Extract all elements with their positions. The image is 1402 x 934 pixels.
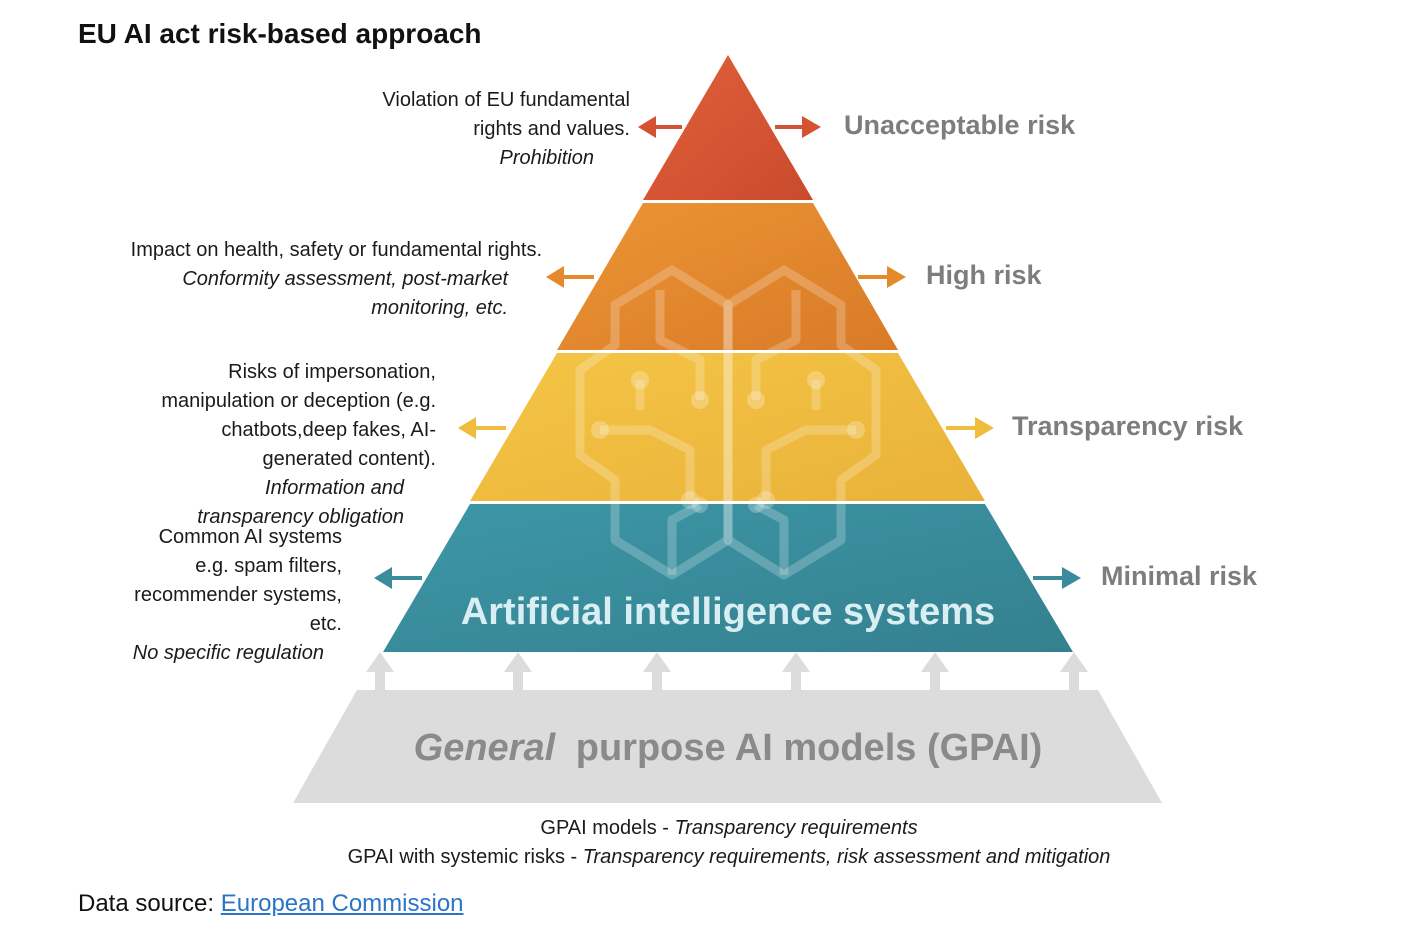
arrow-high-right	[858, 266, 906, 288]
annotation-transparency-desc: Risks of impersonation, manipulation or …	[161, 361, 436, 470]
page-title: EU AI act risk-based approach	[78, 18, 482, 49]
risk-label-transparency: Transparency risk	[1012, 411, 1244, 441]
gpai-label-italic: General	[414, 727, 557, 769]
gpai-notes: GPAI models - Transparency requirements …	[300, 814, 1158, 872]
risk-label-high: High risk	[926, 260, 1042, 290]
tier-unacceptable	[643, 55, 813, 200]
circuit-brain-icon	[575, 265, 881, 580]
annotation-unacceptable-measure: Prohibition	[499, 147, 594, 169]
gpai-note-2-subject: GPAI with systemic risks -	[347, 846, 583, 868]
arrow-minimal-left	[374, 567, 422, 589]
gpai-note-1-subject: GPAI models -	[540, 817, 675, 839]
gpai-note-2: GPAI with systemic risks - Transparency …	[300, 843, 1158, 872]
annotation-transparency-measure: Information and transparency obligation	[197, 477, 404, 528]
arrow-minimal-right	[1033, 567, 1081, 589]
annotation-unacceptable-desc: Violation of EU fundamental rights and v…	[382, 89, 630, 140]
annotation-minimal-desc: Common AI systems e.g. spam filters, rec…	[134, 526, 342, 635]
arrow-transparency-left	[458, 417, 506, 439]
annotation-high: Impact on health, safety or fundamental …	[130, 236, 542, 323]
gpai-base	[293, 690, 1162, 803]
data-source: Data source: European Commission	[78, 890, 464, 918]
tier-minimal	[383, 504, 1073, 652]
arrow-unacceptable-left	[638, 116, 682, 138]
gpai-arrows	[366, 652, 1088, 694]
gpai-label-rest: purpose AI models (GPAI)	[576, 727, 1043, 769]
gpai-label: General purpose AI models (GPAI)	[414, 727, 1043, 769]
annotation-transparency: Risks of impersonation, manipulation or …	[140, 358, 474, 532]
annotation-high-desc: Impact on health, safety or fundamental …	[130, 239, 542, 261]
risk-label-unacceptable: Unacceptable risk	[844, 110, 1076, 140]
data-source-label: Data source:	[78, 890, 215, 917]
tier-transparency	[470, 353, 985, 501]
annotation-minimal: Common AI systems e.g. spam filters, rec…	[126, 523, 378, 668]
arrow-high-left	[546, 266, 594, 288]
annotation-unacceptable: Violation of EU fundamental rights and v…	[340, 86, 630, 173]
risk-label-minimal: Minimal risk	[1101, 561, 1258, 591]
ai-systems-label: Artificial intelligence systems	[461, 591, 995, 633]
arrow-unacceptable-right	[775, 116, 821, 138]
annotation-high-measure: Conformity assessment, post-market monit…	[182, 268, 508, 319]
data-source-link[interactable]: European Commission	[220, 890, 464, 917]
annotation-minimal-measure: No specific regulation	[132, 642, 324, 664]
arrow-transparency-right	[946, 417, 994, 439]
gpai-note-2-requirement: Transparency requirements, risk assessme…	[582, 846, 1111, 868]
gpai-note-1-requirement: Transparency requirements	[674, 817, 918, 839]
gpai-note-1: GPAI models - Transparency requirements	[300, 814, 1158, 843]
tier-high	[557, 203, 898, 350]
